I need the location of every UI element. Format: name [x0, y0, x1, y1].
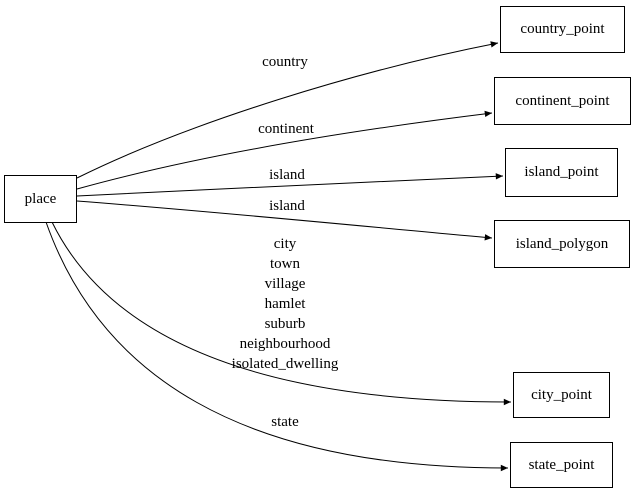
node-state-point: state_point — [510, 442, 613, 488]
edge-label-island-polygon: island — [269, 198, 305, 214]
node-country-point: country_point — [500, 6, 625, 53]
edge-label-state: state — [271, 414, 299, 430]
edge-label-country: country — [262, 54, 308, 70]
edge-place-city_point — [51, 221, 512, 406]
edge-place-state_point — [45, 221, 509, 472]
edge-label-island-point: island — [269, 167, 305, 183]
node-island-point: island_point — [505, 148, 618, 197]
edge-label-city-group: city town village hamlet suburb neighbou… — [231, 236, 339, 372]
edge-place-island_polygon — [76, 200, 493, 241]
edge-label-continent: continent — [258, 121, 314, 137]
edge-place-island_point — [76, 173, 504, 197]
edge-place-continent_point — [76, 110, 493, 190]
node-continent-point: continent_point — [494, 77, 631, 125]
edge-place-country_point — [76, 41, 499, 179]
node-city-point: city_point — [513, 372, 610, 418]
node-island-polygon: island_polygon — [494, 220, 630, 268]
node-place: place — [4, 175, 77, 223]
